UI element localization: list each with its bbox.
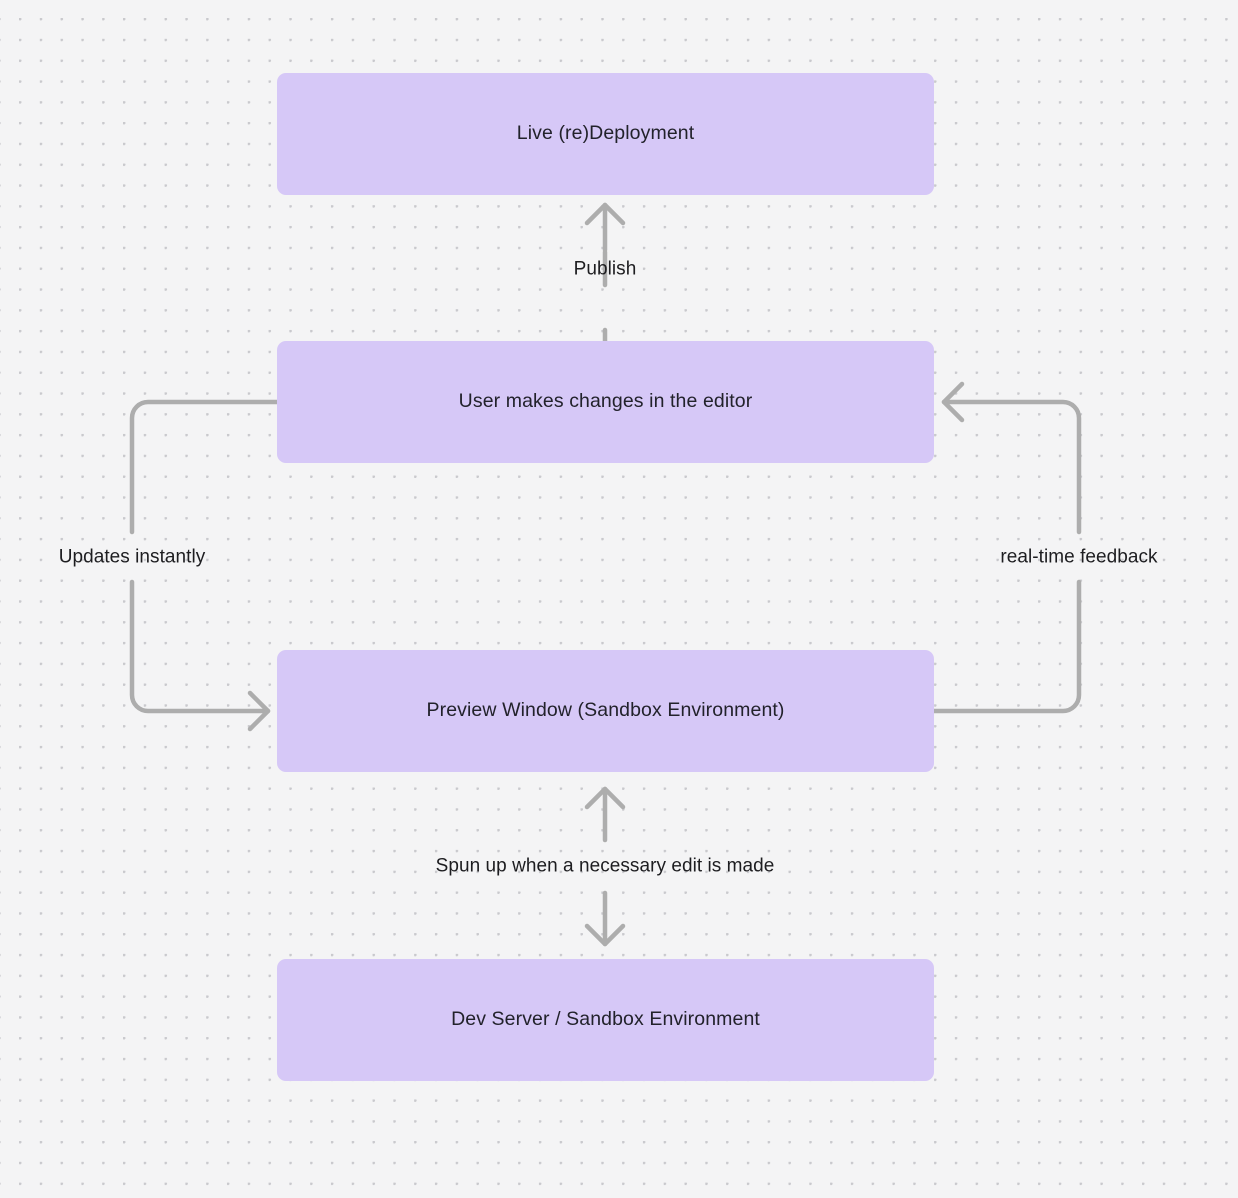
- node-label: Live (re)Deployment: [516, 122, 695, 145]
- edge-label-spun-up: Spun up when a necessary edit is made: [435, 855, 775, 877]
- node-dev-server[interactable]: Dev Server / Sandbox Environment: [277, 959, 934, 1081]
- node-label: Preview Window (Sandbox Environment): [426, 699, 785, 722]
- node-preview-window[interactable]: Preview Window (Sandbox Environment): [277, 650, 934, 772]
- edge-label-updates-instantly: Updates instantly: [58, 546, 206, 568]
- node-label: Dev Server / Sandbox Environment: [451, 1008, 760, 1031]
- node-user-edits[interactable]: User makes changes in the editor: [277, 341, 934, 463]
- edge-label-real-time-feedback: real-time feedback: [1000, 546, 1158, 568]
- node-live-deployment[interactable]: Live (re)Deployment: [277, 73, 934, 195]
- edge-label-publish: Publish: [573, 258, 637, 280]
- node-label: User makes changes in the editor: [458, 390, 753, 413]
